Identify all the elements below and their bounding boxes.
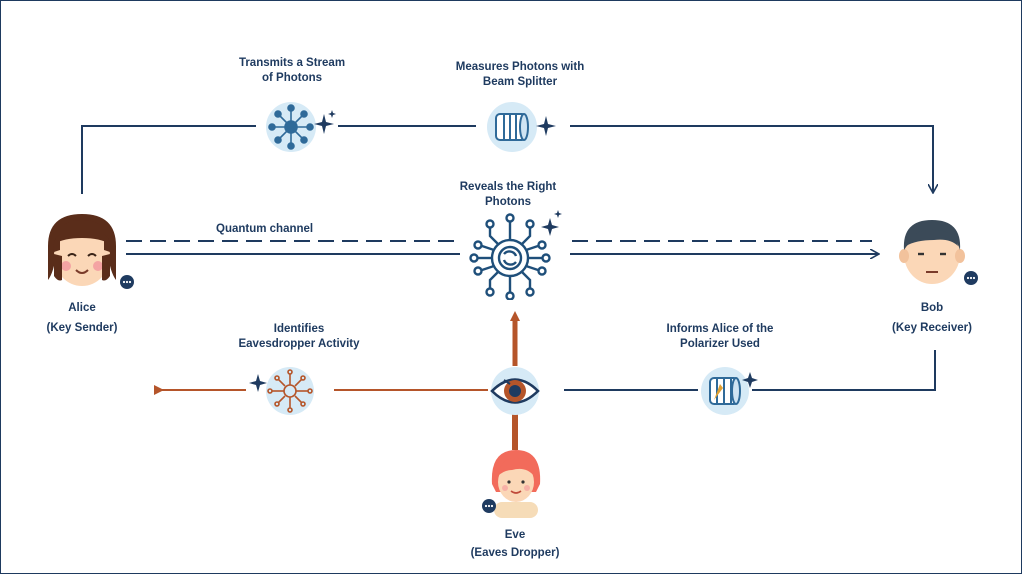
bob-chat-icon [964,271,978,285]
quantum-chip-icon [469,210,562,300]
transmit-step-line1: Transmits a Stream [238,57,346,69]
eve-chat-icon [482,499,496,513]
alice-role: (Key Sender) [46,322,118,334]
alice-label: Alice (Key Sender) [22,302,142,334]
identify-step-line2: Eavesdropper Activity [238,338,360,350]
bob-name: Bob [920,302,944,314]
top-path-line [81,125,256,194]
reveal-step-label: Reveals the Right Photons [448,180,568,210]
transmit-step-label: Transmits a Stream of Photons [222,56,362,86]
eve-name: Eve [504,529,526,541]
bob-role: (Key Receiver) [892,322,972,334]
eve-avatar [491,450,541,518]
bob-feedback-line [752,350,936,391]
inform-step-label: Informs Alice of the Polarizer Used [640,322,800,352]
photon-network-icon [266,102,336,152]
bob-avatar [899,220,965,284]
top-path-right-line [570,125,933,192]
eve-label: Eve (Eaves Dropper) [455,526,575,562]
alice-avatar [48,214,116,286]
measure-step-label: Measures Photons with Beam Splitter [440,60,600,90]
inform-step-line1: Informs Alice of the [666,323,774,335]
alice-chat-icon [120,275,134,289]
measure-step-line1: Measures Photons with [455,61,585,73]
beam-splitter-icon [487,102,556,152]
alice-name: Alice [68,302,96,314]
inform-step-line2: Polarizer Used [680,338,760,350]
reveal-step-line1: Reveals the Right [459,181,557,193]
eye-icon [490,367,540,415]
polarizer-icon [701,367,758,415]
eve-role: (Eaves Dropper) [470,547,560,559]
identify-step-label: Identifies Eavesdropper Activity [214,322,384,352]
transmit-step-line2: of Photons [261,72,323,84]
bob-label: Bob (Key Receiver) [872,302,992,334]
quantum-channel-label: Quantum channel [216,222,313,237]
reveal-step-line2: Photons [485,196,531,208]
measure-step-line2: Beam Splitter [482,76,558,88]
circuit-brain-icon [249,367,314,415]
identify-step-line1: Identifies [273,323,325,335]
quantum-channel-text: Quantum channel [216,223,314,235]
